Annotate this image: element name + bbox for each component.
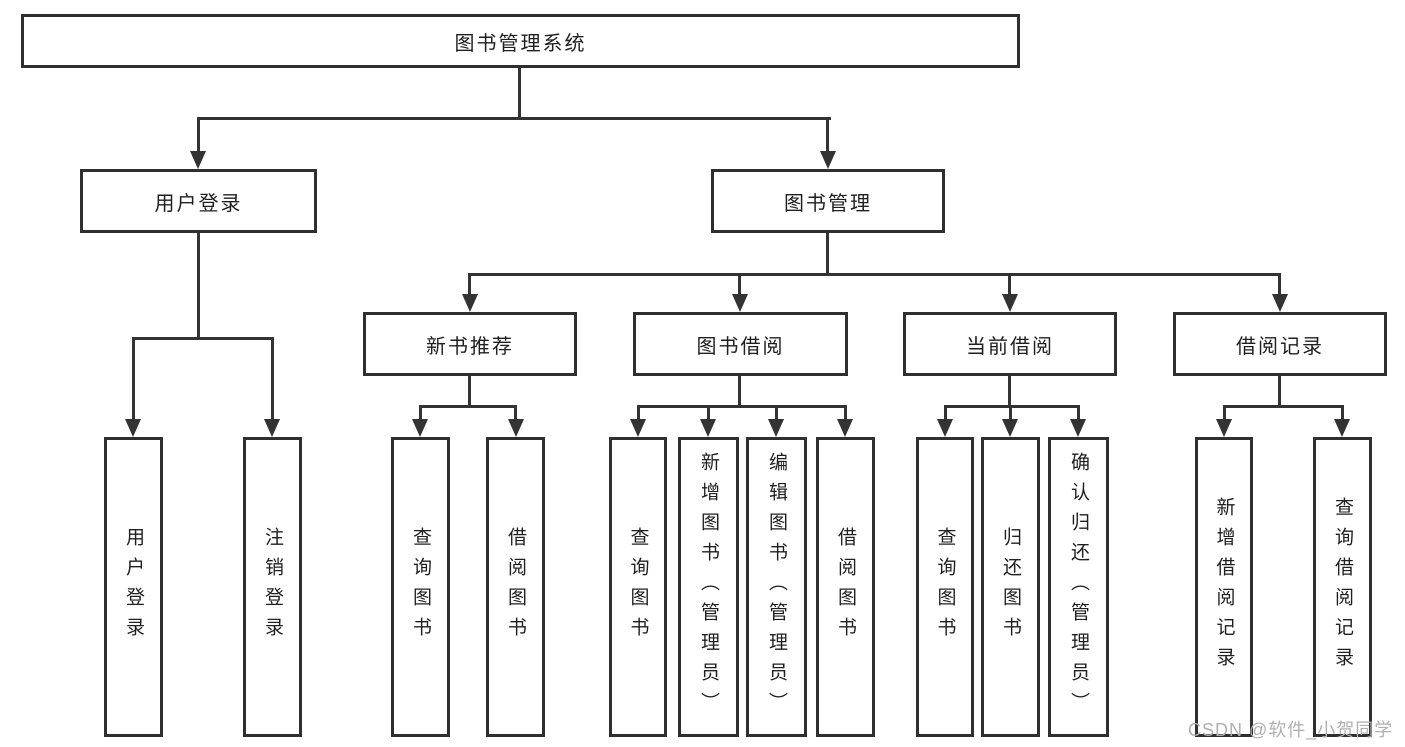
arrow-down-icon (1070, 419, 1086, 437)
leaf-confirm-return-admin: 确认归还（管理员） (1048, 437, 1109, 737)
connector-line (419, 405, 517, 408)
node-book-management: 图书管理 (711, 169, 945, 233)
arrow-down-icon (1002, 419, 1018, 437)
connector-line (738, 273, 741, 297)
arrow-down-icon (190, 151, 206, 169)
arrow-down-icon (700, 419, 716, 437)
arrow-down-icon (1334, 419, 1350, 437)
connector-line (468, 376, 471, 406)
connector-line (1278, 273, 1281, 297)
leaf-borrow-books-recommend: 借阅图书 (486, 437, 545, 737)
leaf-query-borrow-record: 查询借阅记录 (1313, 437, 1372, 737)
node-label: 图书管理 (784, 192, 872, 215)
node-library-management-system: 图书管理系统 (21, 14, 1020, 68)
connector-line (197, 233, 200, 337)
leaf-add-books-admin: 新增图书（管理员） (678, 437, 739, 737)
connector-line (1077, 405, 1080, 423)
arrow-down-icon (1216, 419, 1232, 437)
connector-line (514, 405, 517, 423)
arrow-down-icon (937, 419, 953, 437)
arrow-down-icon (462, 294, 478, 312)
leaf-query-books-recommend: 查询图书 (391, 437, 450, 737)
connector-line (738, 376, 741, 406)
connector-line (1008, 273, 1011, 297)
connector-line (826, 117, 829, 153)
connector-line (944, 405, 1080, 408)
node-label: 新书推荐 (426, 335, 514, 358)
connector-line (1278, 376, 1281, 406)
connector-line (197, 117, 831, 120)
csdn-watermark: CSDN @软件_小贺同学 (1188, 720, 1394, 740)
node-label: 用户登录 (154, 192, 243, 215)
arrow-down-icon (768, 419, 784, 437)
leaf-label: 新增借阅记录 (1213, 497, 1235, 677)
arrow-down-icon (837, 419, 853, 437)
leaf-add-borrow-record: 新增借阅记录 (1195, 437, 1253, 737)
connector-line (944, 405, 947, 423)
connector-line (271, 337, 274, 422)
connector-line (637, 405, 640, 423)
connector-line (468, 273, 471, 297)
leaf-label: 确认归还（管理员） (1068, 452, 1089, 722)
arrow-down-icon (1002, 294, 1018, 312)
leaf-label: 查询借阅记录 (1332, 497, 1353, 677)
connector-line (132, 337, 135, 422)
node-user-login: 用户登录 (80, 169, 317, 233)
leaf-label: 借阅图书 (505, 527, 526, 647)
node-label: 当前借阅 (966, 335, 1054, 358)
leaf-label: 查询图书 (627, 527, 649, 647)
arrow-down-icon (508, 419, 524, 437)
leaf-return-books: 归还图书 (981, 437, 1040, 737)
node-new-book-recommendation: 新书推荐 (363, 312, 577, 376)
arrow-down-icon (1272, 294, 1288, 312)
connector-line (1223, 405, 1344, 408)
arrow-down-icon (820, 151, 836, 169)
leaf-label: 借阅图书 (835, 527, 856, 647)
node-label: 图书管理系统 (454, 32, 587, 55)
node-label: 图书借阅 (696, 335, 785, 358)
connector-line (133, 337, 274, 340)
connector-line (637, 405, 847, 408)
leaf-label: 用户登录 (123, 527, 144, 647)
arrow-down-icon (264, 419, 280, 437)
leaf-user-login: 用户登录 (104, 437, 163, 737)
arrow-down-icon (412, 419, 428, 437)
connector-line (1008, 376, 1011, 406)
arrow-down-icon (732, 294, 748, 312)
leaf-borrow-books-borrowing: 借阅图书 (816, 437, 875, 737)
leaf-label: 查询图书 (410, 527, 431, 647)
leaf-query-books-current: 查询图书 (916, 437, 974, 737)
leaf-label: 编辑图书（管理员） (766, 452, 787, 722)
connector-line (197, 117, 200, 153)
node-current-borrowing: 当前借阅 (903, 312, 1117, 376)
connector-line (419, 405, 422, 423)
leaf-logout: 注销登录 (243, 437, 302, 737)
leaf-label: 查询图书 (934, 527, 956, 647)
connector-line (518, 68, 521, 117)
leaf-query-books-borrowing: 查询图书 (609, 437, 667, 737)
leaf-label: 注销登录 (262, 527, 283, 647)
leaf-label: 归还图书 (1000, 527, 1021, 647)
connector-line (707, 405, 710, 423)
connector-line (470, 273, 1280, 276)
node-label: 借阅记录 (1236, 335, 1324, 358)
connector-line (844, 405, 847, 423)
connector-line (826, 233, 829, 273)
arrow-down-icon (125, 419, 141, 437)
connector-line (775, 405, 778, 423)
connector-line (1341, 405, 1344, 423)
connector-line (1223, 405, 1226, 423)
arrow-down-icon (630, 419, 646, 437)
node-book-borrowing: 图书借阅 (633, 312, 848, 376)
connector-line (1009, 405, 1012, 423)
leaf-edit-books-admin: 编辑图书（管理员） (746, 437, 807, 737)
node-borrowing-records: 借阅记录 (1173, 312, 1387, 376)
leaf-label: 新增图书（管理员） (698, 452, 719, 722)
